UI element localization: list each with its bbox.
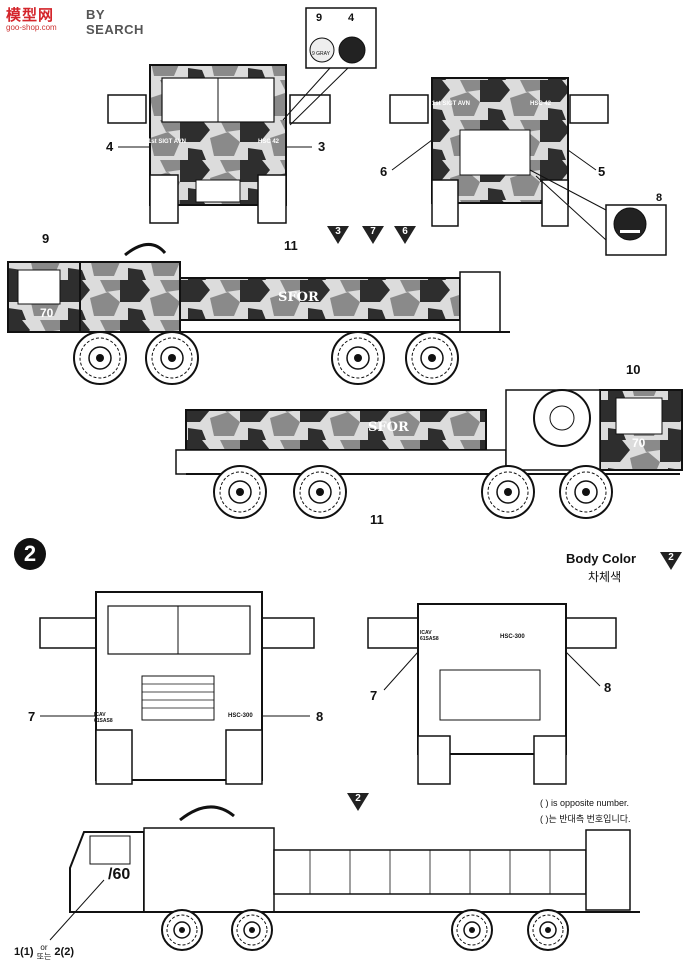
front-view-camo [107,64,331,224]
marking-front-right: HSC 42 [258,139,280,145]
marking-front-left: 1st SIGT AVN [148,139,187,145]
front-view-plain [39,591,315,785]
callout-7-rear: 7 [370,688,378,703]
site-logo: 模型网 BY SEARCH goo-shop.com [6,4,156,37]
marking-door-2: 70 [632,436,646,450]
body-color-triangle: 2 [660,552,682,570]
callout-11-bottom: 11 [370,512,384,527]
marking-rear-left: 1st SIGT AVN [432,101,471,107]
marking-door-60: /60 [108,866,131,883]
marking-door-1: 70 [40,306,54,320]
logo-domain: goo-shop.com [6,23,57,32]
callout-8-rear: 8 [604,680,612,695]
callout-4: 4 [106,139,114,154]
step-number-2: 2 [14,538,46,570]
callout-10: 10 [626,362,641,377]
body-color-label: Body Color [566,551,637,566]
callout-6: 6 [380,164,388,179]
decal-or: or [40,943,48,952]
rear-view-plain [367,603,617,785]
triangle-3: 3 [327,226,349,244]
marking-front-icav: ICAV 61SAS8 [94,712,113,724]
side-view-plain [49,805,640,951]
swatch-label-b: 4 [348,12,355,24]
marking-sfor-1: SFOR [278,290,319,305]
callout-8-front: 8 [316,709,324,724]
swatch-side-label: 8 [656,192,663,204]
swatch-box-top [282,7,377,126]
callout-11-top: 11 [284,238,298,253]
body-color-korean: 차체색 [588,570,622,584]
swatch-label-a: 9 [316,12,323,24]
swatch-box-side [529,169,667,256]
triangle-6: 6 [394,226,416,244]
triangle-7: 7 [362,226,384,244]
rear-view-camo [389,77,609,227]
note-english: ( ) is opposite number. [540,798,630,808]
logo-brand: 模型网 [6,6,55,24]
decal-choice: 1(1) or 또는 2(2) [14,943,74,961]
side-view-right-camo [175,389,683,519]
triangle-2-bed: 2 [347,793,369,811]
callout-5: 5 [598,164,606,179]
decal-or-korean: 또는 [36,952,52,961]
callout-7-front: 7 [28,709,36,724]
decal-left: 1(1) [14,945,34,958]
marking-rear-right: HSC 42 [530,101,552,107]
marking-rear-icav: ICAV 61SAS8 [420,630,439,642]
logo-search: BY SEARCH [86,7,144,37]
marking-rear-hsc: HSC-300 [500,634,525,640]
callout-9: 9 [42,231,50,246]
swatch-sublabel: 9 GRAY [312,51,330,57]
note-korean: ( )는 반대측 번호입니다. [540,814,631,824]
marking-front-hsc: HSC-300 [228,713,253,719]
opposite-number-note: ( ) is opposite number. ( )는 반대측 번호입니다. [540,795,631,827]
callout-3: 3 [318,139,326,154]
decal-right: 2(2) [54,945,74,958]
side-view-left-camo [7,243,510,385]
marking-sfor-2: SFOR [368,420,409,435]
